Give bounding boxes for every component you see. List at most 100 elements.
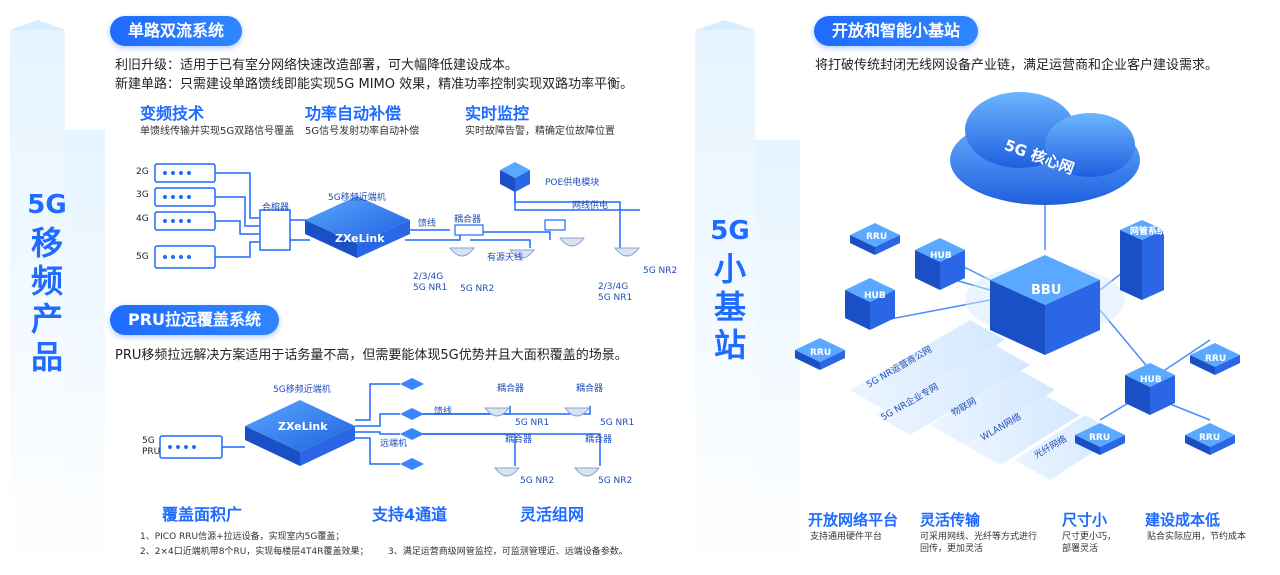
small-cell-feature-sub: 尺寸更小巧，: [1062, 532, 1117, 542]
hub-stack: [845, 278, 895, 330]
combiner-label: 合榕器: [262, 203, 290, 213]
small-cell-feature-sub: 可采用网线、光纤等方式进行: [920, 532, 1038, 542]
poe-module: [500, 162, 530, 192]
rru-label: RRU: [1205, 354, 1227, 364]
coupler-box: [454, 224, 484, 236]
feature-title: 变频技术: [140, 104, 205, 123]
network-streams: [850, 320, 1120, 480]
left-vtitle-char: 产: [30, 300, 63, 338]
left-vertical-title: 5G 移 频 产 品: [27, 186, 67, 376]
right-vtitle-char: 5G: [710, 216, 750, 246]
core-cloud: [950, 92, 1140, 205]
poe-label: POE供电模块: [545, 178, 600, 188]
nr-label: 5G NR2: [598, 476, 633, 486]
pru-label: 5G PRU: [142, 436, 161, 457]
coupler-label: 耦合器: [497, 384, 525, 394]
remote-unit: [400, 408, 424, 420]
active-antenna-box: [544, 219, 566, 231]
band-label: 5G: [136, 252, 149, 262]
remote-unit: [400, 458, 424, 470]
hub-label: HUB: [930, 251, 952, 261]
combiner-box: [259, 209, 291, 251]
band-unit: [154, 163, 216, 183]
left-pillars-decor: [10, 20, 105, 575]
section2-line1: PRU移频拉远解决方案适用于话务量不高，但需要能体现5G优势并且大面积覆盖的场景…: [115, 348, 628, 363]
rru-unit: [1190, 343, 1240, 375]
pru-feature: 支持4通道: [372, 505, 448, 524]
feeder-label: 馈线: [434, 407, 453, 417]
small-cell-diagram: [795, 92, 1240, 480]
section1-line2: 新建单路：只需建设单路馈线即能实现5G MIMO 效果，精准功率控制实现双路功率…: [115, 77, 634, 92]
device-caption: 5G移频近端机: [328, 193, 386, 203]
feature-sub: 单馈线传输并实现5G双路信号覆盖: [140, 126, 295, 137]
small-cell-feature-sub: 部署灵活: [1062, 544, 1099, 554]
right-vtitle-char: 基: [713, 288, 746, 326]
feature-sub: 实时故障告警，精确定位故障位置: [465, 126, 615, 137]
rru-unit: [795, 338, 845, 370]
rru-unit: [1185, 423, 1235, 455]
bbu-label: BBU: [1031, 283, 1062, 298]
nr-label: 5G NR1: [515, 418, 550, 428]
band-label: 3G: [136, 190, 149, 200]
nr-label: 5G NR1: [600, 418, 635, 428]
right-line1: 将打破传统封闭无线网设备产业链，满足运营商和企业客户建设需求。: [815, 58, 1219, 73]
device-name: ZXeLink: [278, 420, 328, 433]
hub-stack: [915, 238, 965, 290]
note-line: 2、2×4口近端机带8个RU，实现每楼层4T4R覆盖效果；: [140, 547, 369, 557]
small-cell-feature-title: 灵活传输: [920, 511, 981, 529]
section1-title: 单路双流系统: [110, 16, 243, 46]
small-cell-feature-sub: 支持通用硬件平台: [810, 532, 883, 542]
nms-label: 网管系统: [1130, 227, 1167, 237]
ceiling-antenna: [563, 407, 591, 417]
antenna-label: 2/3/4G 5G NR1: [598, 282, 633, 303]
band-unit: [154, 211, 216, 231]
ceiling-antenna: [573, 467, 601, 477]
left-vtitle-char: 移: [30, 224, 63, 262]
hub-stack: [1125, 363, 1175, 415]
small-cell-feature-title: 开放网络平台: [808, 511, 899, 529]
coupler-label: 耦合器: [454, 215, 482, 225]
band-unit: [154, 245, 216, 269]
feeder-label: 馈线: [418, 219, 437, 229]
band-unit: [154, 187, 216, 207]
remote-unit: [400, 428, 424, 440]
hub-label: HUB: [864, 291, 886, 301]
active-antenna-label: 有源天线: [487, 253, 524, 263]
antenna-label: 5G NR2: [460, 284, 495, 294]
section2-title: PRU拉远覆盖系统: [110, 305, 280, 335]
rru-label: RRU: [810, 348, 832, 358]
left-vtitle-char: 品: [30, 338, 63, 376]
band-label: 4G: [136, 214, 149, 224]
feature-title: 实时监控: [465, 104, 530, 123]
left-vtitle-char: 频: [30, 262, 63, 300]
remote-label: 远端机: [380, 439, 408, 449]
band-label: 2G: [136, 167, 149, 177]
power-label: 网线供电: [572, 201, 609, 211]
pru-feature: 覆盖面积广: [162, 505, 243, 524]
ceiling-antenna: [613, 247, 641, 257]
bbu-stack: [965, 255, 1125, 355]
rru-label: RRU: [866, 232, 888, 242]
right-pillars-decor: [695, 20, 800, 575]
feature-title: 功率自动补偿: [305, 104, 402, 123]
ceiling-antenna: [483, 407, 511, 417]
ceiling-antenna: [493, 467, 521, 477]
section1-line1: 利旧升级：适用于已有室分网络快速改造部署，可大幅降低建设成本。: [115, 58, 519, 73]
note-line: 3、满足运营商级网管监控，可监测管理近、远端设备参数。: [388, 547, 628, 557]
pru-remote-diagram: [159, 378, 601, 477]
device-caption: 5G移频近端机: [273, 385, 331, 395]
ceiling-antenna: [448, 247, 476, 257]
coupler-label: 耦合器: [576, 384, 604, 394]
zxelink-device: [245, 400, 355, 466]
nms-tower: [1120, 220, 1164, 300]
device-name: ZXeLink: [335, 232, 385, 245]
small-cell-feature-title: 尺寸小: [1062, 511, 1108, 529]
pru-feature: 灵活组网: [520, 505, 585, 524]
right-vertical-title: 5G 小 基 站: [710, 212, 750, 364]
rru-label: RRU: [1089, 433, 1111, 443]
rru-unit: [850, 223, 900, 255]
left-vtitle-char: 5G: [27, 190, 67, 220]
coupler-label: 耦合器: [585, 435, 613, 445]
small-cell-feature-sub: 贴合实际应用，节约成本: [1147, 532, 1247, 542]
nr-label: 5G NR2: [520, 476, 555, 486]
